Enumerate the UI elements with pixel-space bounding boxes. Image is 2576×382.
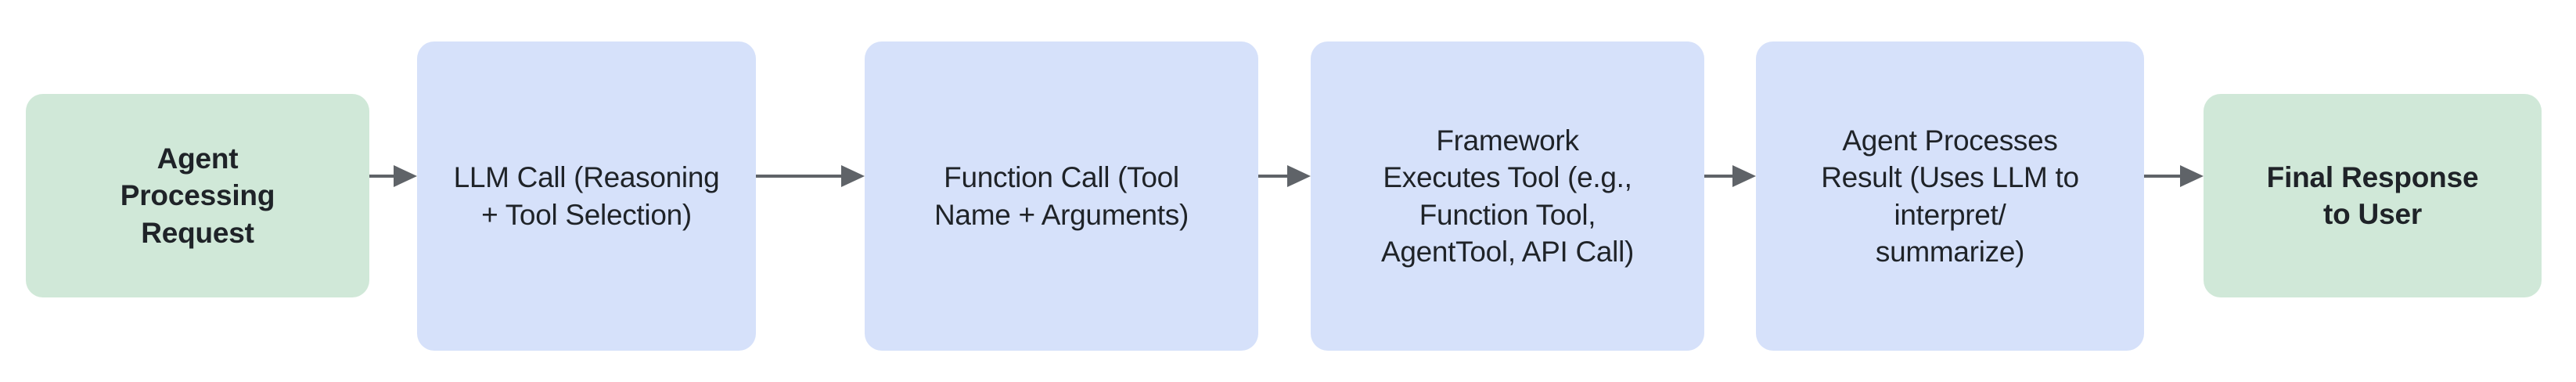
node-framework-executes-tool[interactable]: Framework Executes Tool (e.g., Function … (1311, 41, 1704, 351)
node-llm-call[interactable]: LLM Call (Reasoning + Tool Selection) (417, 41, 756, 351)
node-label-llm-call: LLM Call (Reasoning + Tool Selection) (453, 161, 720, 231)
node-label-framework-executes-tool: Framework Executes Tool (e.g., Function … (1380, 124, 1635, 268)
node-label-agent-processes-result: Agent Processes Result (Uses LLM to inte… (1821, 124, 2079, 268)
flow-arrow-function-call-to-framework-executes-tool (1258, 160, 1311, 192)
node-agent-processing-request[interactable]: Agent Processing Request (26, 94, 369, 297)
node-agent-processes-result[interactable]: Agent Processes Result (Uses LLM to inte… (1756, 41, 2144, 351)
node-label-function-call: Function Call (Tool Name + Arguments) (934, 161, 1189, 231)
node-label-final-response-to-user: Final Response to User (2266, 160, 2479, 230)
node-final-response-to-user[interactable]: Final Response to User (2204, 94, 2542, 297)
flow-arrow-agent-processing-request-to-llm-call (369, 160, 417, 192)
node-function-call[interactable]: Function Call (Tool Name + Arguments) (865, 41, 1258, 351)
flow-arrow-framework-executes-tool-to-agent-processes-result (1704, 160, 1756, 192)
node-label-agent-processing-request: Agent Processing Request (120, 142, 275, 249)
flow-arrow-llm-call-to-function-call (756, 160, 865, 192)
flow-arrow-agent-processes-result-to-final-response-to-user (2144, 160, 2204, 192)
